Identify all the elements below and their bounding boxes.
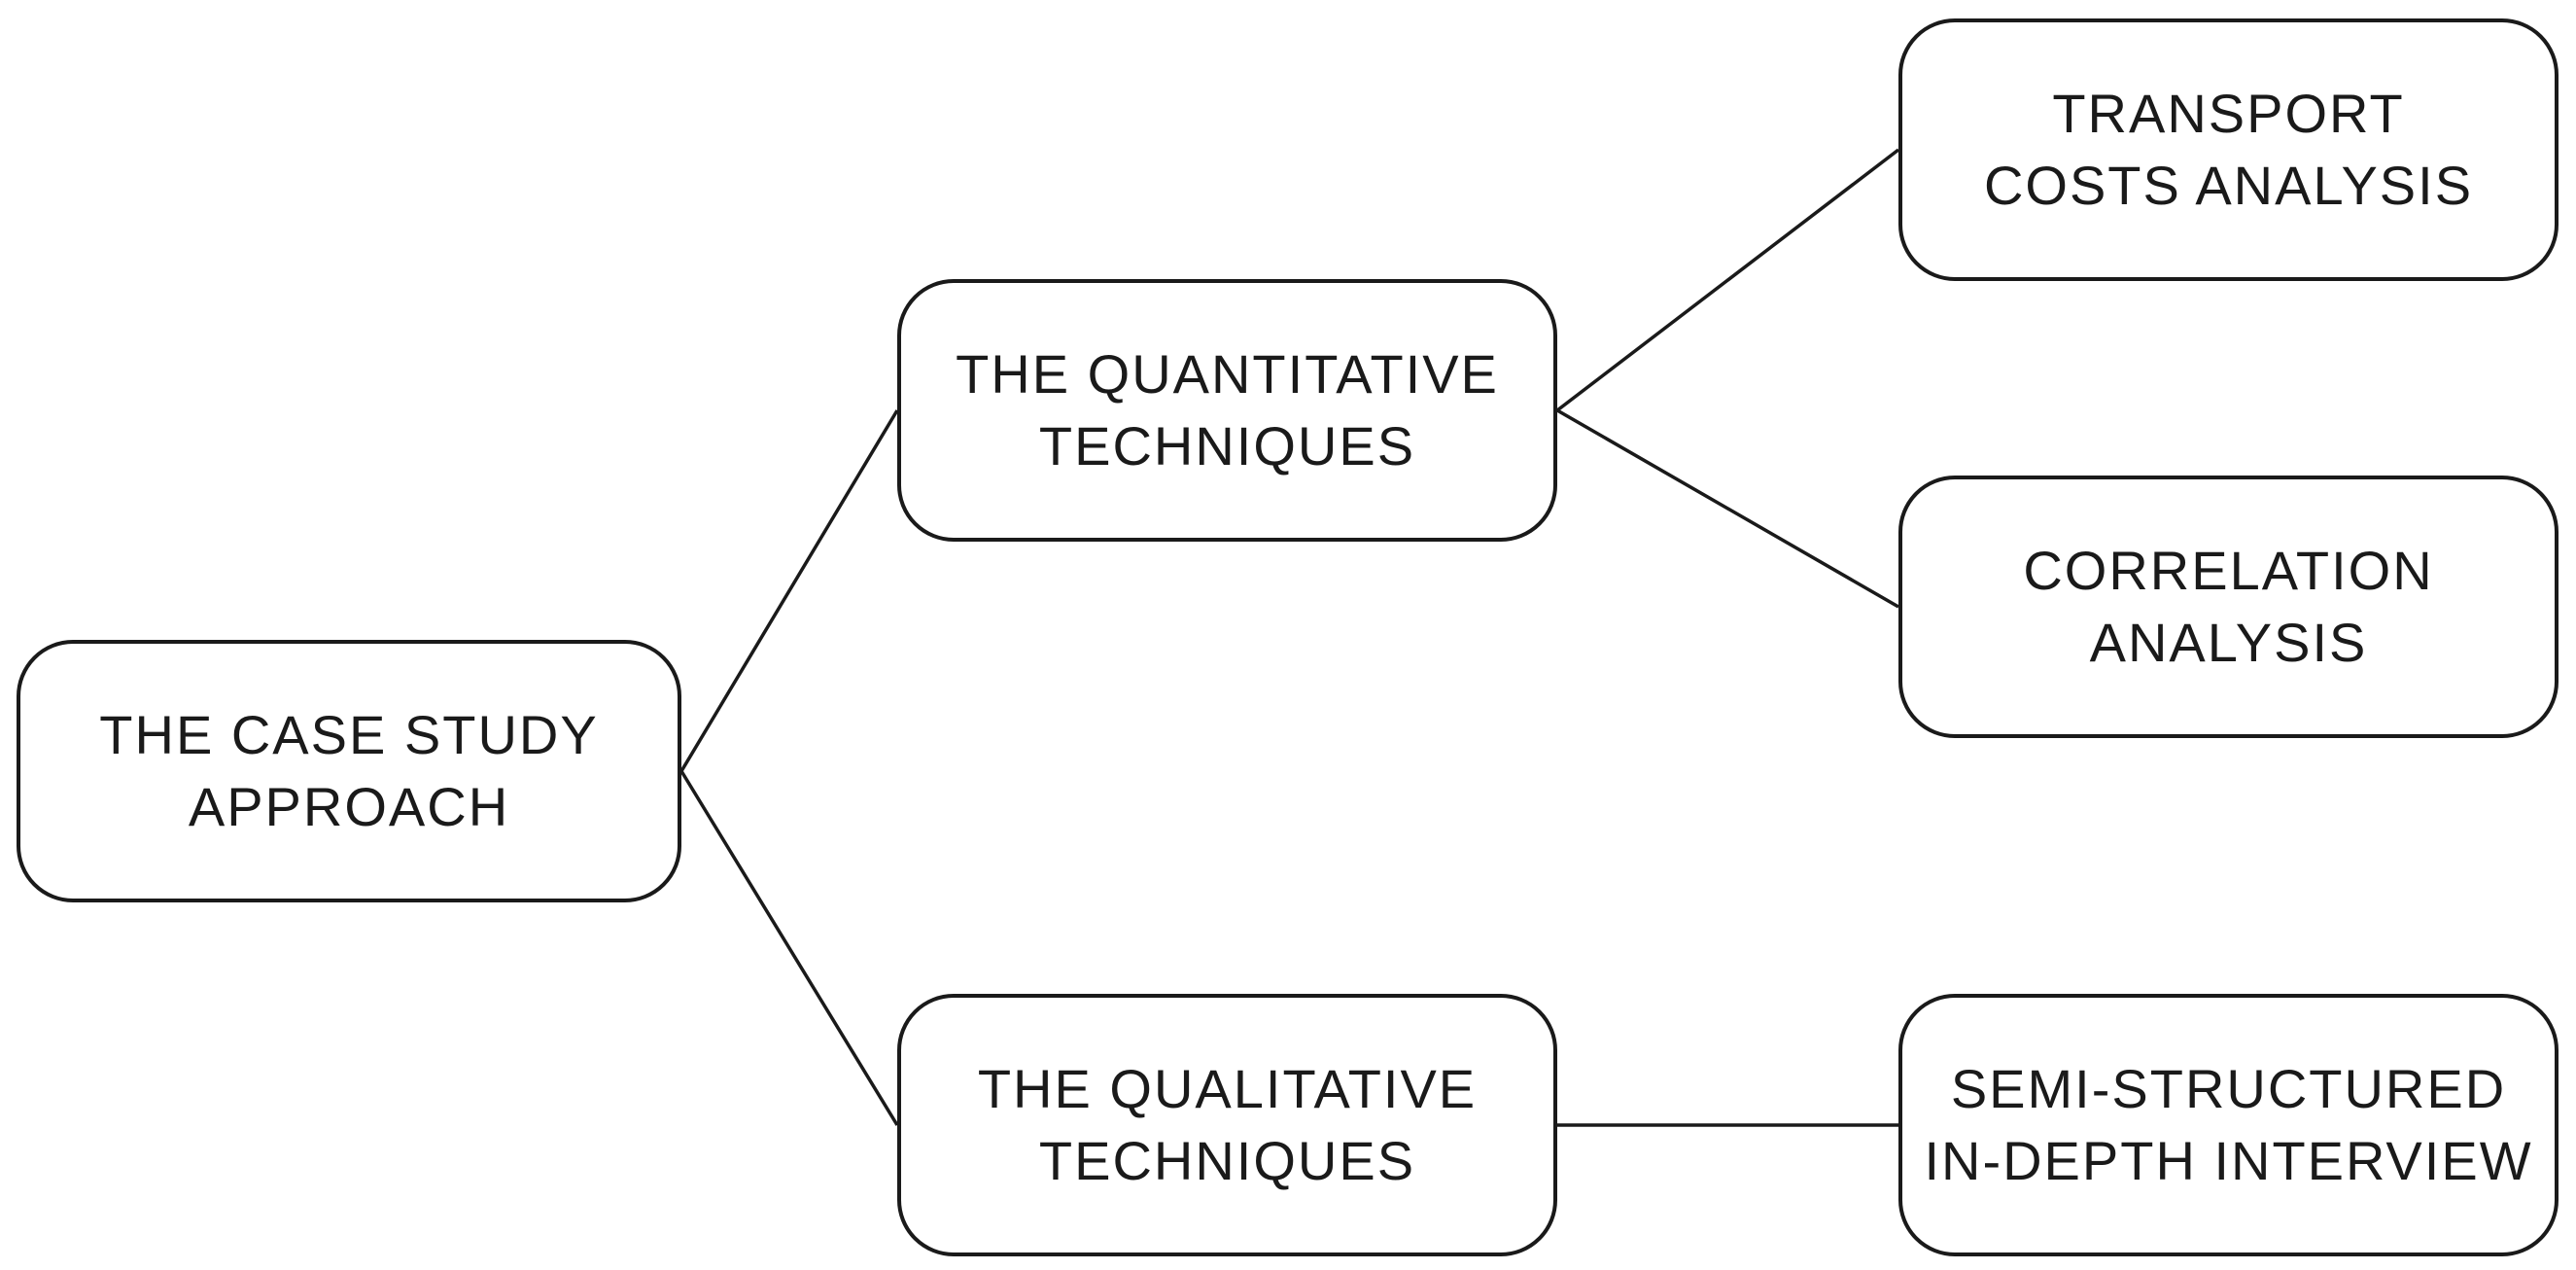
node-quantitative-techniques: THE QUANTITATIVE TECHNIQUES — [897, 279, 1557, 542]
connector-root-to-qualitative — [679, 770, 899, 1126]
node-label-line: TECHNIQUES — [1038, 1130, 1416, 1191]
node-correlation-analysis: CORRELATION ANALYSIS — [1898, 476, 2559, 738]
node-label-line: THE QUANTITATIVE — [956, 343, 1499, 405]
connector-root-to-quantitative — [679, 409, 899, 772]
node-qualitative-techniques: THE QUALITATIVE TECHNIQUES — [897, 994, 1557, 1256]
node-label-line: TRANSPORT — [2052, 83, 2405, 144]
node-semi-structured-interview: SEMI-STRUCTURED IN-DEPTH INTERVIEW — [1898, 994, 2559, 1256]
connector-quantitative-to-transport — [1555, 148, 1900, 412]
node-label-line: CORRELATION — [2023, 540, 2434, 601]
node-label-line: THE CASE STUDY — [99, 704, 599, 765]
node-label-line: IN-DEPTH INTERVIEW — [1924, 1130, 2533, 1191]
node-label-line: APPROACH — [188, 776, 510, 837]
connector-quantitative-to-correlation — [1556, 408, 1899, 609]
node-label-line: TECHNIQUES — [1038, 415, 1416, 476]
node-case-study-approach: THE CASE STUDY APPROACH — [17, 640, 681, 902]
node-transport-costs-analysis: TRANSPORT COSTS ANALYSIS — [1898, 18, 2559, 281]
node-label-line: ANALYSIS — [2089, 612, 2368, 673]
node-label-line: SEMI-STRUCTURED — [1950, 1058, 2507, 1119]
node-label-line: THE QUALITATIVE — [977, 1058, 1478, 1119]
node-label-line: COSTS ANALYSIS — [1983, 155, 2474, 216]
